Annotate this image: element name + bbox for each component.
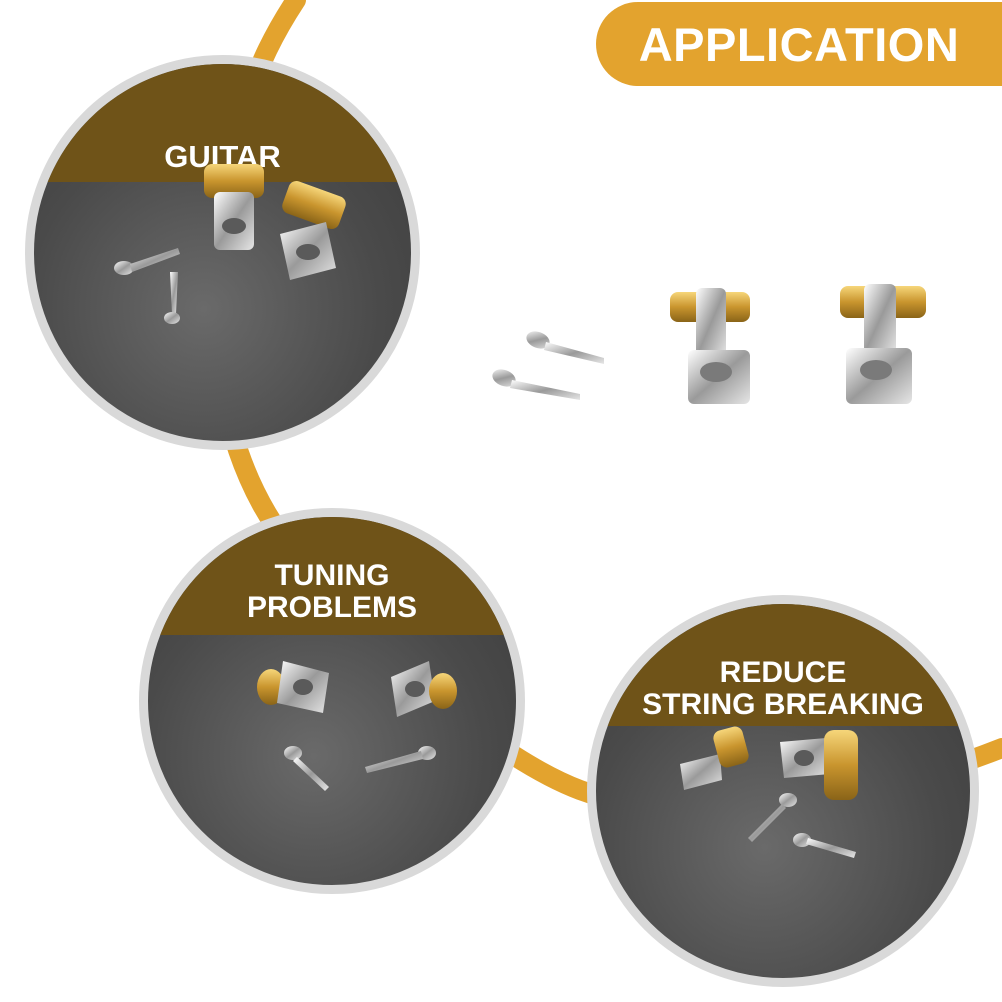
- application-banner: APPLICATION: [596, 2, 1002, 86]
- screw-icon: [526, 331, 604, 364]
- string-retainer-icon: [780, 730, 858, 800]
- panel-band: TUNING PROBLEMS: [148, 517, 516, 635]
- string-retainer-icon: [840, 284, 926, 404]
- hardware-photo: [680, 726, 858, 858]
- panel-guitar: GUITAR: [25, 55, 420, 450]
- string-retainer-icon: [391, 661, 457, 717]
- string-retainer-icon: [280, 181, 346, 280]
- banner-title: APPLICATION: [638, 17, 960, 71]
- screw-icon: [793, 833, 856, 858]
- panel-label: REDUCE STRING BREAKING: [642, 656, 924, 721]
- screw-icon: [748, 793, 797, 842]
- panel-band: REDUCE STRING BREAKING: [596, 604, 970, 726]
- string-retainer-icon: [670, 288, 750, 404]
- screw-icon: [492, 369, 580, 400]
- string-retainer-icon: [257, 661, 329, 713]
- string-retainer-icon: [680, 726, 749, 790]
- screw-icon: [114, 248, 180, 275]
- panel-label: TUNING PROBLEMS: [246, 559, 417, 624]
- hardware-photo: [257, 661, 457, 791]
- panel-tuning-problems: TUNING PROBLEMS: [139, 508, 525, 894]
- hardware-photo: [114, 164, 346, 324]
- product-photo: [492, 284, 926, 404]
- panel-band: GUITAR: [34, 64, 411, 182]
- screw-icon: [284, 746, 329, 791]
- screw-icon: [164, 272, 180, 324]
- string-retainer-icon: [204, 164, 264, 250]
- panel-reduce-string-breaking: REDUCE STRING BREAKING: [587, 595, 979, 987]
- screw-icon: [365, 746, 436, 773]
